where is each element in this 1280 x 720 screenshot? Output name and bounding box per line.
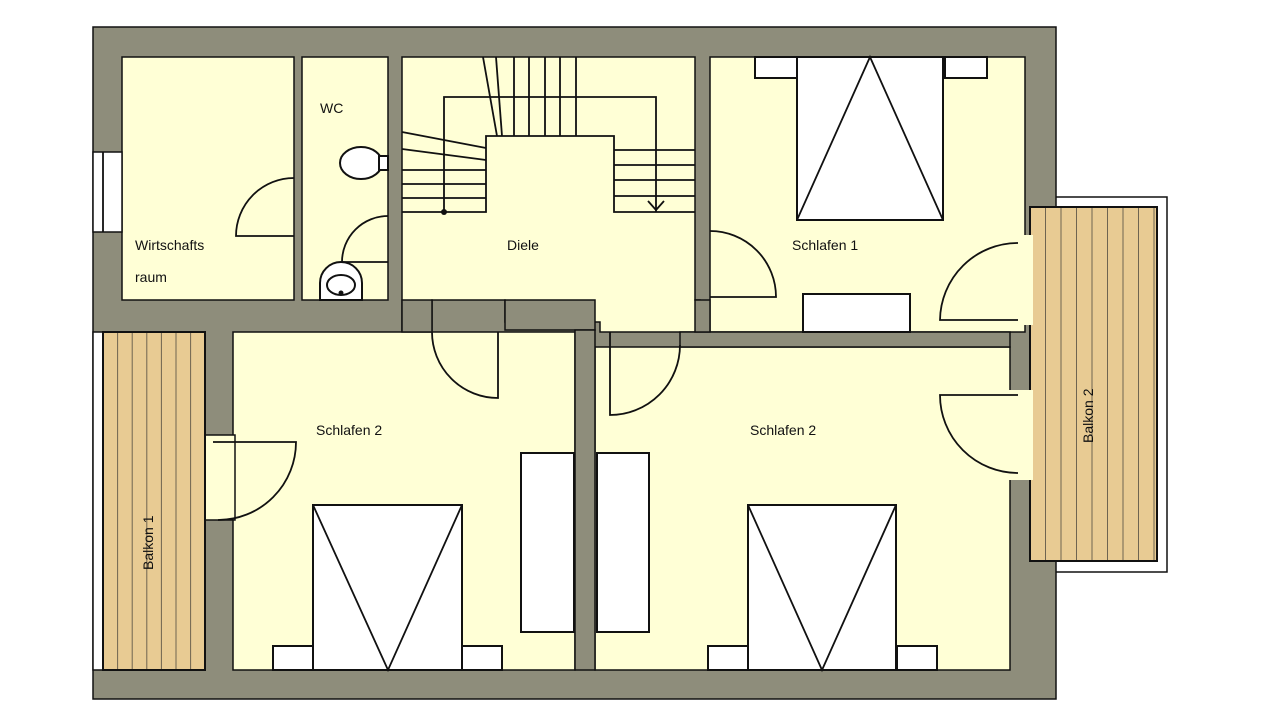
- doors: [213, 177, 1019, 521]
- room-wirtschaftsraum: [121, 56, 295, 301]
- label-schlafen-2-right: Schlafen 2: [750, 422, 816, 438]
- wall-stub: [504, 299, 596, 331]
- toilet: [339, 146, 389, 180]
- label-wc: WC: [320, 100, 343, 116]
- wall-stub: [694, 299, 711, 333]
- balcony-1: [92, 331, 206, 671]
- window: [92, 151, 123, 233]
- label-schlafen-1: Schlafen 1: [792, 237, 858, 253]
- door-opening-balkon-2b: [1008, 390, 1033, 480]
- label-balkon-1: Balkon 1: [140, 515, 156, 570]
- balcony-2: [1029, 206, 1158, 562]
- sink: [319, 261, 363, 301]
- staircase: [401, 56, 695, 215]
- dresser: [802, 293, 911, 333]
- wall-stub: [401, 299, 433, 333]
- wardrobe-left: [520, 452, 575, 633]
- bed-schlafen-1: [754, 54, 988, 221]
- interior-wall: [574, 329, 596, 671]
- label-wirtschaftsraum-1: Wirtschafts: [135, 237, 204, 253]
- wardrobe-right: [596, 452, 650, 633]
- room-wc: [301, 56, 389, 301]
- door-opening-balkon-1: [204, 434, 236, 521]
- door-opening-balkon-2a: [1008, 235, 1033, 325]
- label-balkon-2: Balkon 2: [1080, 388, 1096, 443]
- interior-wall: [679, 331, 1011, 348]
- bed-schlafen-2-left: [272, 504, 503, 673]
- label-schlafen-2-left: Schlafen 2: [316, 422, 382, 438]
- bed-schlafen-2-right: [707, 504, 938, 673]
- label-diele: Diele: [507, 237, 539, 253]
- label-wirtschaftsraum-2: raum: [135, 269, 167, 285]
